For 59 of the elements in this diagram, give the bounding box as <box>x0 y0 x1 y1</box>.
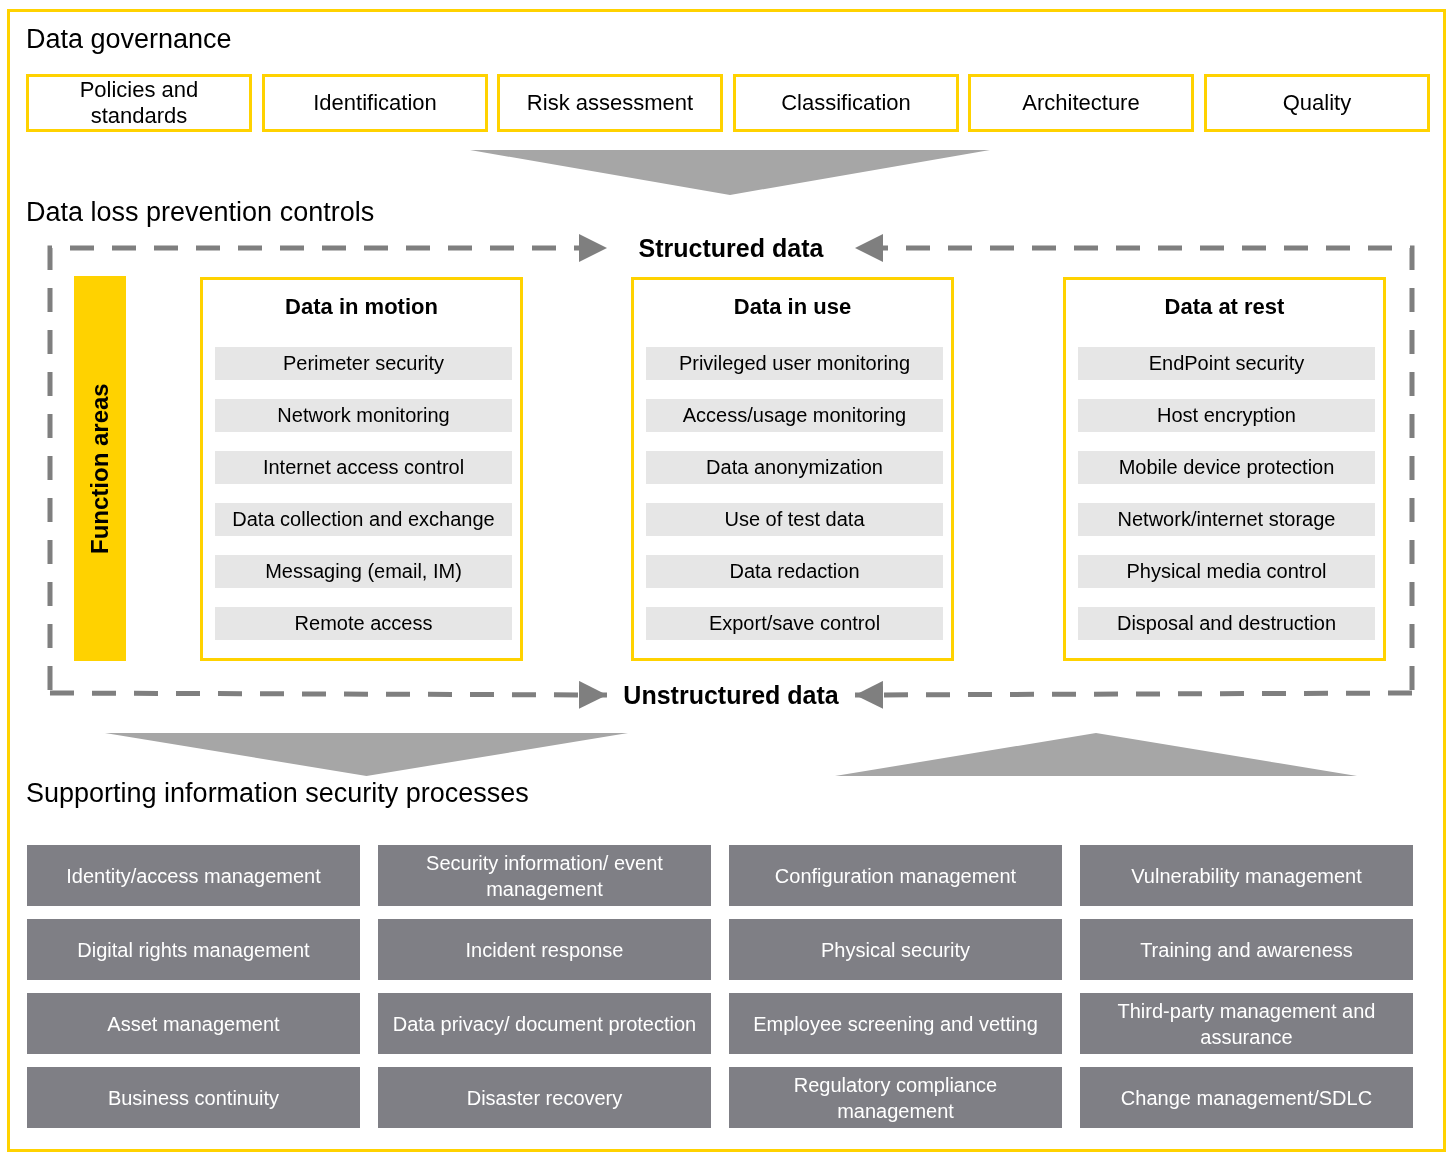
process-box: Business continuity <box>27 1067 360 1128</box>
governance-box: Identification <box>262 74 488 132</box>
control-item: Export/save control <box>646 607 943 640</box>
process-box: Digital rights management <box>27 919 360 980</box>
control-item: Data redaction <box>646 555 943 588</box>
process-box: Vulnerability management <box>1080 845 1413 906</box>
governance-box: Architecture <box>968 74 1194 132</box>
process-box: Training and awareness <box>1080 919 1413 980</box>
process-box: Regulatory compliance management <box>729 1067 1062 1128</box>
governance-box: Quality <box>1204 74 1430 132</box>
control-item: Data collection and exchange <box>215 503 512 536</box>
governance-box: Classification <box>733 74 959 132</box>
process-box: Data privacy/ document protection <box>378 993 711 1054</box>
control-item: Physical media control <box>1078 555 1375 588</box>
control-item: Disposal and destruction <box>1078 607 1375 640</box>
control-item: Perimeter security <box>215 347 512 380</box>
process-box: Physical security <box>729 919 1062 980</box>
process-box: Security information/ event management <box>378 845 711 906</box>
section-heading: Data governance <box>26 24 232 55</box>
process-box: Asset management <box>27 993 360 1054</box>
process-box: Disaster recovery <box>378 1067 711 1128</box>
control-item: Network/internet storage <box>1078 503 1375 536</box>
chevron-arrow <box>105 733 628 776</box>
control-item: Internet access control <box>215 451 512 484</box>
section-heading: Supporting information security processes <box>26 778 529 809</box>
data-type-label: Unstructured data <box>607 676 855 714</box>
control-item: Host encryption <box>1078 399 1375 432</box>
section-heading: Data loss prevention controls <box>26 197 375 228</box>
control-item: Data anonymization <box>646 451 943 484</box>
process-box: Third-party management and assurance <box>1080 993 1413 1054</box>
chevron-arrow <box>470 150 990 195</box>
control-item: Remote access <box>215 607 512 640</box>
control-item: Network monitoring <box>215 399 512 432</box>
function-areas-bar: Function areas <box>74 276 126 661</box>
control-item: Use of test data <box>646 503 943 536</box>
governance-box: Risk assessment <box>497 74 723 132</box>
panel-heading: Data at rest <box>1163 294 1286 320</box>
data-type-label: Structured data <box>607 229 855 267</box>
process-box: Employee screening and vetting <box>729 993 1062 1054</box>
panel-heading: Data in use <box>732 294 853 320</box>
process-box: Incident response <box>378 919 711 980</box>
dashed-arrow <box>47 234 607 690</box>
dashed-arrow <box>855 680 1412 709</box>
panel-heading: Data in motion <box>284 294 439 320</box>
chevron-arrow <box>835 733 1357 776</box>
control-item: EndPoint security <box>1078 347 1375 380</box>
process-box: Identity/access management <box>27 845 360 906</box>
control-item: Access/usage monitoring <box>646 399 943 432</box>
process-box: Change management/SDLC <box>1080 1067 1413 1128</box>
dashed-arrow <box>50 680 607 709</box>
control-item: Privileged user monitoring <box>646 347 943 380</box>
function-area-panel <box>200 277 523 661</box>
control-item: Messaging (email, IM) <box>215 555 512 588</box>
control-item: Mobile device protection <box>1078 451 1375 484</box>
governance-box: Policies and standards <box>26 74 252 132</box>
function-area-panel <box>1063 277 1386 661</box>
function-area-panel <box>631 277 954 661</box>
dashed-arrow <box>855 234 1415 690</box>
process-box: Configuration management <box>729 845 1062 906</box>
